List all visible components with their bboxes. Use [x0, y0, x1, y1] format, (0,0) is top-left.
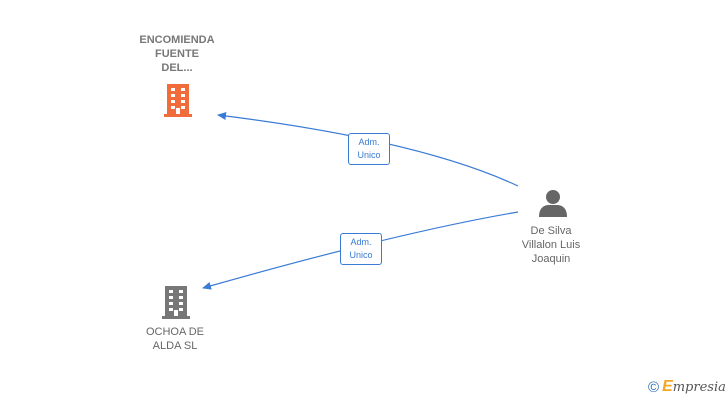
person-icon[interactable] — [539, 190, 567, 217]
person-label[interactable]: De Silva Villalon Luis Joaquin — [496, 224, 606, 266]
label-line: Villalon Luis — [521, 239, 581, 251]
company-top-label[interactable]: ENCOMIENDA FUENTE DEL... — [122, 33, 232, 75]
edge-person-to-company-top — [217, 112, 519, 187]
company-bottom-label[interactable]: OCHOA DE ALDA SL — [120, 325, 230, 353]
building-icon[interactable] — [164, 84, 192, 117]
edge-label-bottom[interactable]: Adm. Unico — [340, 233, 382, 265]
brand-initial: E — [662, 378, 673, 395]
label-line: ALDA SL — [152, 340, 198, 352]
edge-label-line: Unico — [349, 250, 373, 260]
label-line: OCHOA DE — [145, 326, 205, 338]
brand-name: mpresia — [672, 380, 726, 395]
edge-label-line: Adm. — [358, 137, 380, 147]
label-line: ENCOMIENDA — [139, 34, 215, 46]
label-line: DEL... — [161, 62, 193, 74]
label-line: De Silva — [530, 225, 572, 237]
empresia-logo[interactable]: © Empresia — [648, 378, 726, 396]
copyright-icon: © — [648, 378, 660, 396]
label-line: FUENTE — [155, 48, 199, 60]
edge-label-top[interactable]: Adm. Unico — [348, 133, 390, 165]
edge-label-line: Adm. — [350, 237, 372, 247]
edge-label-line: Unico — [357, 150, 381, 160]
building-icon[interactable] — [162, 286, 190, 319]
label-line: Joaquin — [531, 253, 571, 265]
